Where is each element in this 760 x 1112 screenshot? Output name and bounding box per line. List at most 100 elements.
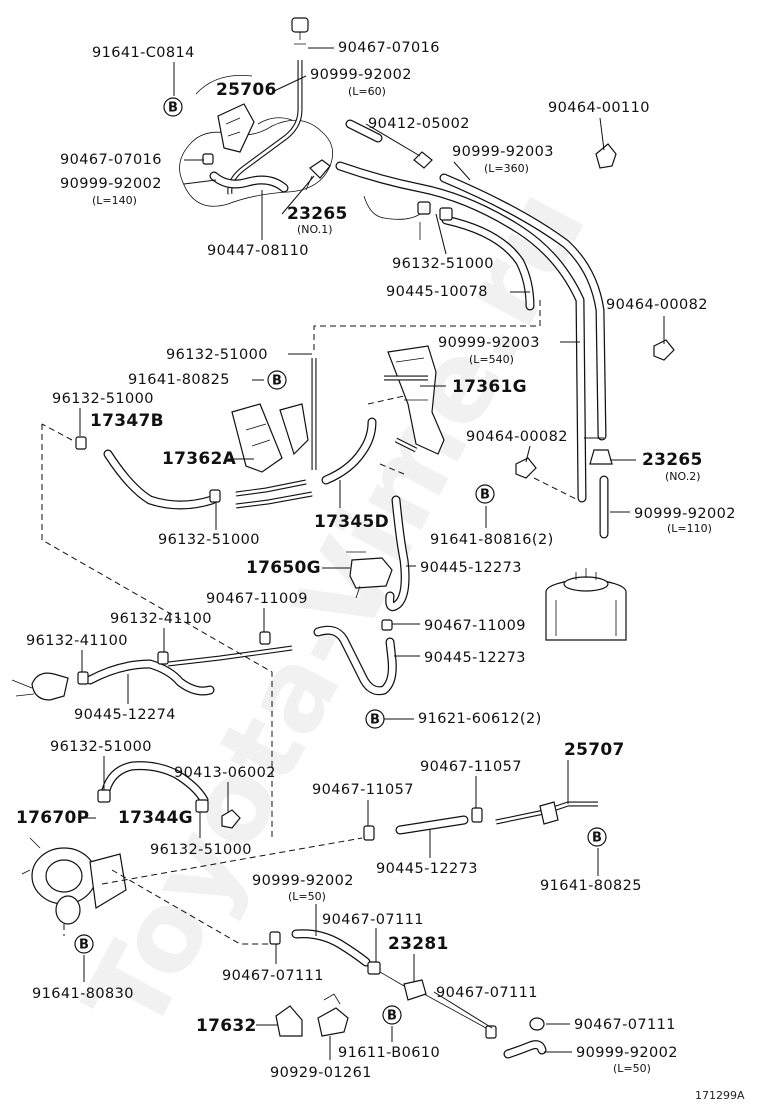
clamp-96132-41100-left (77, 671, 89, 685)
part-number-label: 96132-51000 (150, 842, 252, 858)
b-circle-marker: B (587, 827, 607, 847)
b-circle-letter: B (387, 1009, 397, 1024)
diagram-code: 171299A (695, 1089, 745, 1102)
part-number-label: 90445-12274 (74, 707, 176, 723)
b-circle (365, 709, 385, 729)
charcoal-canister (545, 568, 627, 641)
b-circle-letter: B (480, 488, 490, 503)
clamp-90467-11009-right (381, 619, 393, 631)
length-note: (L=140) (92, 194, 137, 207)
bracket-25706 (217, 103, 255, 153)
clamp-90467-07016-top (291, 17, 309, 33)
part-number-label: 17670P (16, 808, 89, 828)
clamp-96132-51000-lower (97, 789, 111, 803)
bracket-90929-01261 (317, 1007, 349, 1037)
length-note: (NO.2) (665, 470, 701, 483)
part-number-label: 90999-92002 (634, 506, 736, 522)
part-number-label: 17344G (118, 808, 193, 828)
b-circle-marker: B (163, 97, 183, 117)
part-number-label: 96132-51000 (52, 391, 154, 407)
part-number-label: 90467-07111 (436, 985, 538, 1001)
fitting-90412-05002 (413, 151, 433, 169)
part-number-label: 17632 (196, 1016, 257, 1036)
clamp-90467-11057-right (471, 807, 483, 823)
part-number-label: 90467-11057 (312, 782, 414, 798)
b-circle-letter: B (168, 101, 178, 116)
clamp-90467-07111-b (367, 961, 381, 975)
part-number-label: 90445-12273 (424, 650, 526, 666)
part-number-label: 90464-00082 (606, 297, 708, 313)
part-number-label: 90999-92003 (452, 144, 554, 160)
part-number-label: 90447-08110 (207, 243, 309, 259)
clamp-90467-07111-d (529, 1017, 545, 1031)
part-number-label: 17345D (314, 512, 389, 532)
part-number-label: 17362A (162, 449, 237, 469)
part-number-label: 96132-41100 (26, 633, 128, 649)
part-number-label: 90464-00082 (466, 429, 568, 445)
clamp-90467-11009-left (259, 631, 271, 645)
part-number-label: 17361G (452, 377, 527, 397)
b-circle (382, 1005, 402, 1025)
b-circle-letter: B (370, 713, 380, 728)
part-number-label: 90467-07111 (322, 912, 424, 928)
part-number-label: 91641-C0814 (92, 45, 195, 61)
part-number-label: 96132-51000 (50, 739, 152, 755)
length-note: (L=60) (348, 85, 386, 98)
b-circle-letter: B (592, 831, 602, 846)
part-number-label: 96132-51000 (158, 532, 260, 548)
clamp-90467-07016-left (202, 153, 214, 165)
valve-23281 (403, 979, 427, 1001)
bracket-17632 (275, 1005, 303, 1037)
clamp-90467-07111-a (269, 931, 281, 945)
length-note: (L=50) (288, 890, 326, 903)
part-number-label: 17347B (90, 411, 164, 431)
valve-23265-no1 (309, 159, 331, 179)
part-number-label: 90445-12273 (376, 861, 478, 877)
part-number-label: 17650G (246, 558, 321, 578)
part-number-label: 23265 (642, 450, 703, 470)
b-circle-letter: B (79, 938, 89, 953)
clamp-90464-00082-mid (515, 457, 537, 479)
part-number-label: 90445-10078 (386, 284, 488, 300)
part-number-label: 23265 (287, 204, 348, 224)
part-number-label: 90413-06002 (174, 765, 276, 781)
b-circle (163, 97, 183, 117)
part-number-label: 90467-11009 (424, 618, 526, 634)
part-number-label: 25706 (216, 80, 277, 100)
fitting-left (31, 672, 69, 701)
part-number-label: 91621-60612(2) (418, 711, 542, 727)
b-circle-marker: B (475, 484, 495, 504)
part-number-label: 90464-00110 (548, 100, 650, 116)
length-note: (L=110) (667, 522, 712, 535)
turbo-housing-17670P (21, 837, 127, 925)
part-number-label: 96132-51000 (392, 256, 494, 272)
valve-23265-no2 (589, 449, 613, 465)
part-number-label: 90445-12273 (420, 560, 522, 576)
length-note: (L=540) (469, 353, 514, 366)
part-number-label: 90999-92002 (576, 1045, 678, 1061)
leader-lines (79, 47, 665, 1060)
part-number-label: 91641-80816(2) (430, 532, 554, 548)
b-circle (74, 934, 94, 954)
part-number-label: 90467-07111 (574, 1017, 676, 1033)
clamp-90467-11057-left (363, 825, 375, 841)
clamp-96132-41100-right (157, 651, 169, 665)
b-circle (475, 484, 495, 504)
b-circle-marker: B (365, 709, 385, 729)
b-circle-marker: B (382, 1005, 402, 1025)
clamp-90467-07111-c (485, 1025, 497, 1039)
part-number-label: 96132-51000 (166, 347, 268, 363)
part-number-label: 90999-92003 (438, 335, 540, 351)
fitting-90413-06002 (221, 809, 241, 829)
part-number-label: 90467-07016 (338, 40, 440, 56)
length-note: (L=360) (484, 162, 529, 175)
clamp-96132-51000-top (417, 201, 431, 215)
bracket-17362A (231, 403, 283, 473)
length-note: (L=50) (613, 1062, 651, 1075)
clamp-90464-00110 (595, 143, 617, 169)
part-number-label: 25707 (564, 740, 625, 760)
part-number-label: 90467-11057 (420, 759, 522, 775)
b-circle (587, 827, 607, 847)
